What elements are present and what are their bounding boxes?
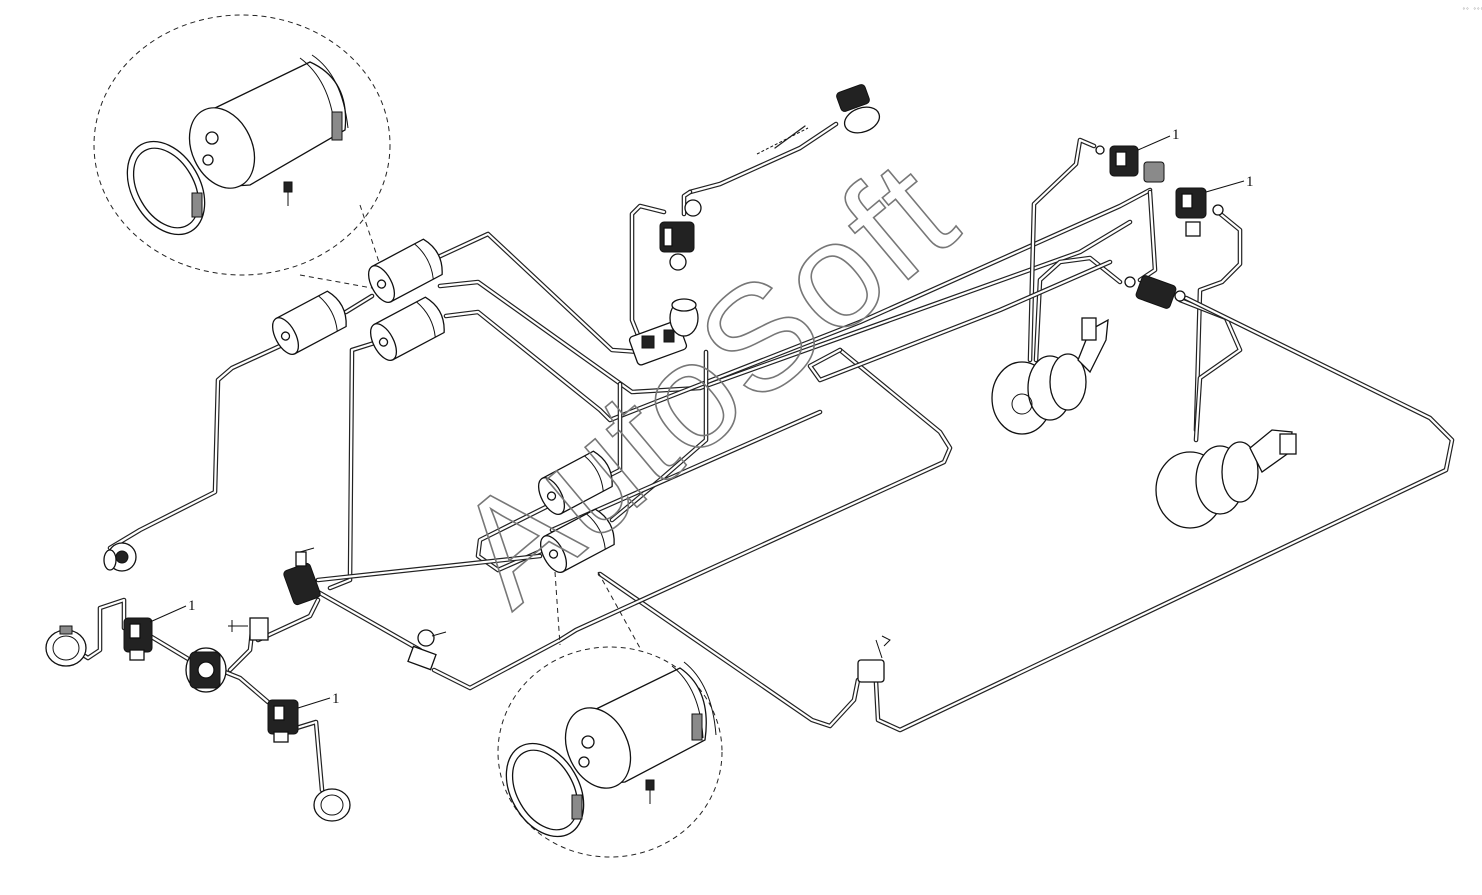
- pipe-segment-16: [1034, 256, 1122, 362]
- pipe-segment-9: [688, 122, 838, 194]
- strap-bracket-top: [331, 111, 343, 141]
- callout-leader-d: [297, 697, 331, 709]
- relay-valve-top-right-b: [1175, 187, 1224, 237]
- components: [45, 84, 1297, 822]
- air-tanks: [271, 238, 615, 574]
- detail-circle-bottom: [497, 646, 723, 858]
- pipe-segment-22: [70, 598, 126, 660]
- relay-valve-left-a: [123, 617, 153, 661]
- pipe-segment-1: [107, 343, 283, 551]
- pipe-segment-1: [108, 344, 282, 550]
- relay-valve-left-b: [267, 699, 299, 743]
- pipe-segment-7: [476, 382, 622, 572]
- pipe-segment-3: [433, 231, 643, 355]
- clamp-bracket-top: [191, 192, 203, 218]
- reservoir-end-top: [188, 107, 256, 189]
- air-tank-2: [367, 238, 443, 304]
- callout-valve-left-b: 1: [332, 691, 340, 707]
- hand-brake-valve: [283, 547, 321, 606]
- pipe-segment-2: [344, 294, 374, 314]
- air-tank-5: [539, 508, 615, 574]
- reservoir-end-bottom: [564, 707, 632, 789]
- brake-valve-top: [756, 84, 881, 155]
- brake-chamber-lower: [1155, 429, 1297, 529]
- air-tank-4: [537, 450, 613, 516]
- pipe-segment-12: [1028, 138, 1096, 362]
- callout-valve-left-a: 1: [188, 598, 196, 614]
- clamp-ring-inner-top: [132, 147, 200, 229]
- detail-leader-bottom: [554, 571, 641, 649]
- pipe-segment-18: [598, 572, 860, 728]
- connector-head-left: [103, 542, 137, 572]
- port-bottom-1: [581, 735, 595, 749]
- port-bottom-2: [578, 756, 590, 768]
- pipe-segment-20: [316, 590, 422, 652]
- callout-leader-a: [1137, 135, 1171, 151]
- inline-filter: [407, 629, 447, 671]
- pipe-segment-5: [444, 188, 1152, 422]
- callout-leader-b: [1205, 180, 1245, 193]
- pressure-switch: [228, 617, 269, 641]
- detail-circle-top: [93, 14, 391, 276]
- quick-release-valve-right: [1124, 275, 1186, 309]
- pipe-segment-23: [148, 634, 192, 662]
- pipe-segment-27: [288, 720, 324, 792]
- air-pipelines: [69, 121, 1455, 793]
- pipe-segment-21: [316, 554, 542, 582]
- drain-valve-bottom: [645, 779, 655, 791]
- pipe-segment-11: [630, 204, 666, 342]
- pipe-segment-4: [438, 220, 1132, 394]
- air-tank-3: [369, 296, 445, 362]
- strap-bracket-bottom: [691, 713, 703, 741]
- pipe-segment-19: [432, 348, 952, 690]
- clamp-bracket-bottom: [571, 794, 583, 820]
- pipe-segment-14: [1194, 210, 1242, 432]
- trailer-control-valve: [185, 647, 227, 693]
- port-top-1: [205, 131, 219, 145]
- air-tank-1: [271, 290, 347, 356]
- pipe-segment-3: [434, 232, 642, 354]
- pipe-segment-28: [808, 260, 1112, 382]
- reservoir-detail-bottom: [505, 661, 717, 838]
- drain-valve-top: [283, 181, 293, 193]
- pipe-segment-24: [218, 668, 270, 704]
- callout-leader-c: [149, 605, 187, 623]
- pipe-segment-26: [256, 598, 320, 642]
- callout-valve-top-right-b: 1: [1246, 174, 1254, 190]
- callouts: 1 1 1 1: [149, 127, 1254, 709]
- pipe-segment-17: [874, 296, 1454, 732]
- clamp-ring-inner-bottom: [511, 749, 579, 831]
- pipe-segment-6: [327, 337, 387, 591]
- four-circuit-protection-valve: [628, 298, 699, 366]
- pipe-segment-10: [682, 190, 692, 216]
- port-top-2: [202, 154, 214, 166]
- reservoir-detail-top: [126, 54, 349, 236]
- watermark: AutoSoft: [425, 128, 986, 637]
- drain-cock-bottom: [857, 635, 891, 683]
- air-dryer-valve: [659, 199, 702, 271]
- coupling-head-bottom-left: [313, 788, 351, 822]
- corner-mark: °° °°°: [1462, 7, 1482, 14]
- brake-chamber-upper: [991, 317, 1109, 435]
- pipe-segment-8: [610, 350, 708, 522]
- relay-valve-top-right-a: [1095, 145, 1165, 183]
- coupling-head-left: [45, 625, 87, 667]
- callout-valve-top-right-a: 1: [1172, 127, 1180, 143]
- pipe-segment-6: [328, 338, 386, 590]
